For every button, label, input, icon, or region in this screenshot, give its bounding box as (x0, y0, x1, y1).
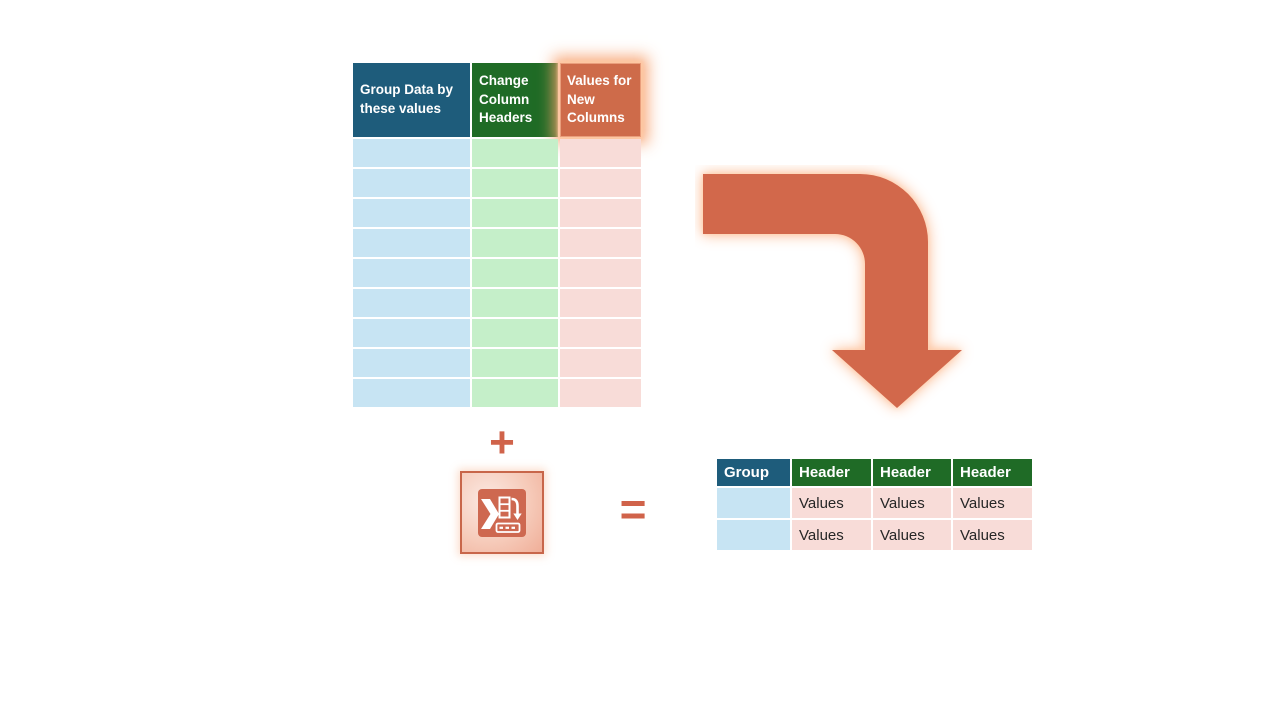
pivot-icon-box (460, 471, 544, 554)
source-table-cell (472, 259, 558, 287)
source-table-cell (472, 199, 558, 227)
result-table-header-row: Group Header Header Header (717, 459, 1032, 486)
source-table-cell (353, 139, 470, 167)
pivot-column-icon (478, 488, 526, 537)
source-table-cell (560, 259, 641, 287)
result-values-cell: Values (792, 520, 871, 550)
source-table-row (353, 349, 641, 377)
source-table-cell (472, 139, 558, 167)
source-table-cell (560, 349, 641, 377)
source-header-change: Change Column Headers (472, 63, 558, 137)
source-table-cell (353, 259, 470, 287)
source-table-row (353, 169, 641, 197)
result-values-cell: Values (792, 488, 871, 518)
source-table-cell (353, 379, 470, 407)
source-table-cell (560, 229, 641, 257)
result-header-3: Header (953, 459, 1032, 486)
result-values-cell: Values (873, 488, 951, 518)
result-group-cell (717, 520, 790, 550)
source-table-cell (353, 319, 470, 347)
source-table-header-row: Group Data by these values Change Column… (353, 63, 641, 137)
source-table-cell (353, 349, 470, 377)
source-table-cell (472, 229, 558, 257)
source-table-row (353, 319, 641, 347)
source-table-cell (560, 139, 641, 167)
source-table-cell (353, 199, 470, 227)
source-table-row (353, 199, 641, 227)
result-values-cell: Values (953, 520, 1032, 550)
result-header-group: Group (717, 459, 790, 486)
source-table-cell (560, 169, 641, 197)
source-table-cell (472, 349, 558, 377)
source-table: Group Data by these values Change Column… (351, 61, 643, 409)
result-values-cell: Values (953, 488, 1032, 518)
source-table-cell (353, 289, 470, 317)
source-header-group: Group Data by these values (353, 63, 470, 137)
source-table-cell (560, 319, 641, 347)
source-table-cell (472, 319, 558, 347)
plus-operator: + (489, 418, 515, 467)
result-group-cell (717, 488, 790, 518)
result-values-cell: Values (873, 520, 951, 550)
source-table-body (353, 139, 641, 407)
source-table-row (353, 379, 641, 407)
result-header-1: Header (792, 459, 871, 486)
source-header-values-highlighted: Values for New Columns (560, 63, 641, 137)
source-table-cell (560, 289, 641, 317)
source-table-row (353, 229, 641, 257)
bent-down-arrow-icon (703, 174, 962, 408)
source-table-cell (560, 199, 641, 227)
source-table-row (353, 289, 641, 317)
source-table-cell (472, 169, 558, 197)
source-table-cell (560, 379, 641, 407)
equals-operator: = (619, 483, 647, 535)
result-header-2: Header (873, 459, 951, 486)
source-table-cell (353, 169, 470, 197)
source-table-cell (353, 229, 470, 257)
source-table-cell (472, 379, 558, 407)
source-table-row (353, 139, 641, 167)
source-table-cell (472, 289, 558, 317)
source-table-row (353, 259, 641, 287)
